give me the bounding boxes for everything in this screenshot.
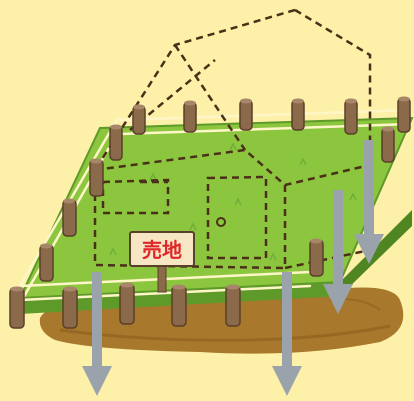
post-tops bbox=[10, 96, 410, 292]
fence-post bbox=[381, 127, 395, 163]
fence-post bbox=[9, 287, 25, 329]
fence-post bbox=[39, 244, 54, 282]
fence-post bbox=[62, 287, 78, 329]
fence-post bbox=[309, 239, 324, 277]
sign-board bbox=[129, 231, 195, 267]
fence-post bbox=[109, 125, 123, 161]
fence-post bbox=[239, 99, 253, 131]
fence-post bbox=[89, 159, 104, 197]
fence-post bbox=[344, 99, 358, 135]
fence-post bbox=[119, 283, 135, 325]
fence-post bbox=[171, 285, 187, 327]
down-arrow-icon bbox=[323, 190, 353, 314]
fence-post bbox=[397, 97, 411, 133]
fence-post bbox=[225, 285, 241, 327]
fence-post bbox=[62, 199, 77, 237]
door-knob bbox=[216, 217, 226, 227]
down-arrow-icon bbox=[272, 272, 302, 396]
fence-post bbox=[183, 101, 197, 133]
down-arrow-icon bbox=[82, 272, 112, 396]
fence-post bbox=[132, 105, 146, 135]
downward-arrows bbox=[82, 140, 384, 396]
fence-post bbox=[291, 99, 305, 131]
down-arrow-icon bbox=[354, 140, 384, 264]
sign-text: 売地 bbox=[142, 238, 182, 262]
for-sale-sign: 売地 bbox=[129, 231, 195, 293]
